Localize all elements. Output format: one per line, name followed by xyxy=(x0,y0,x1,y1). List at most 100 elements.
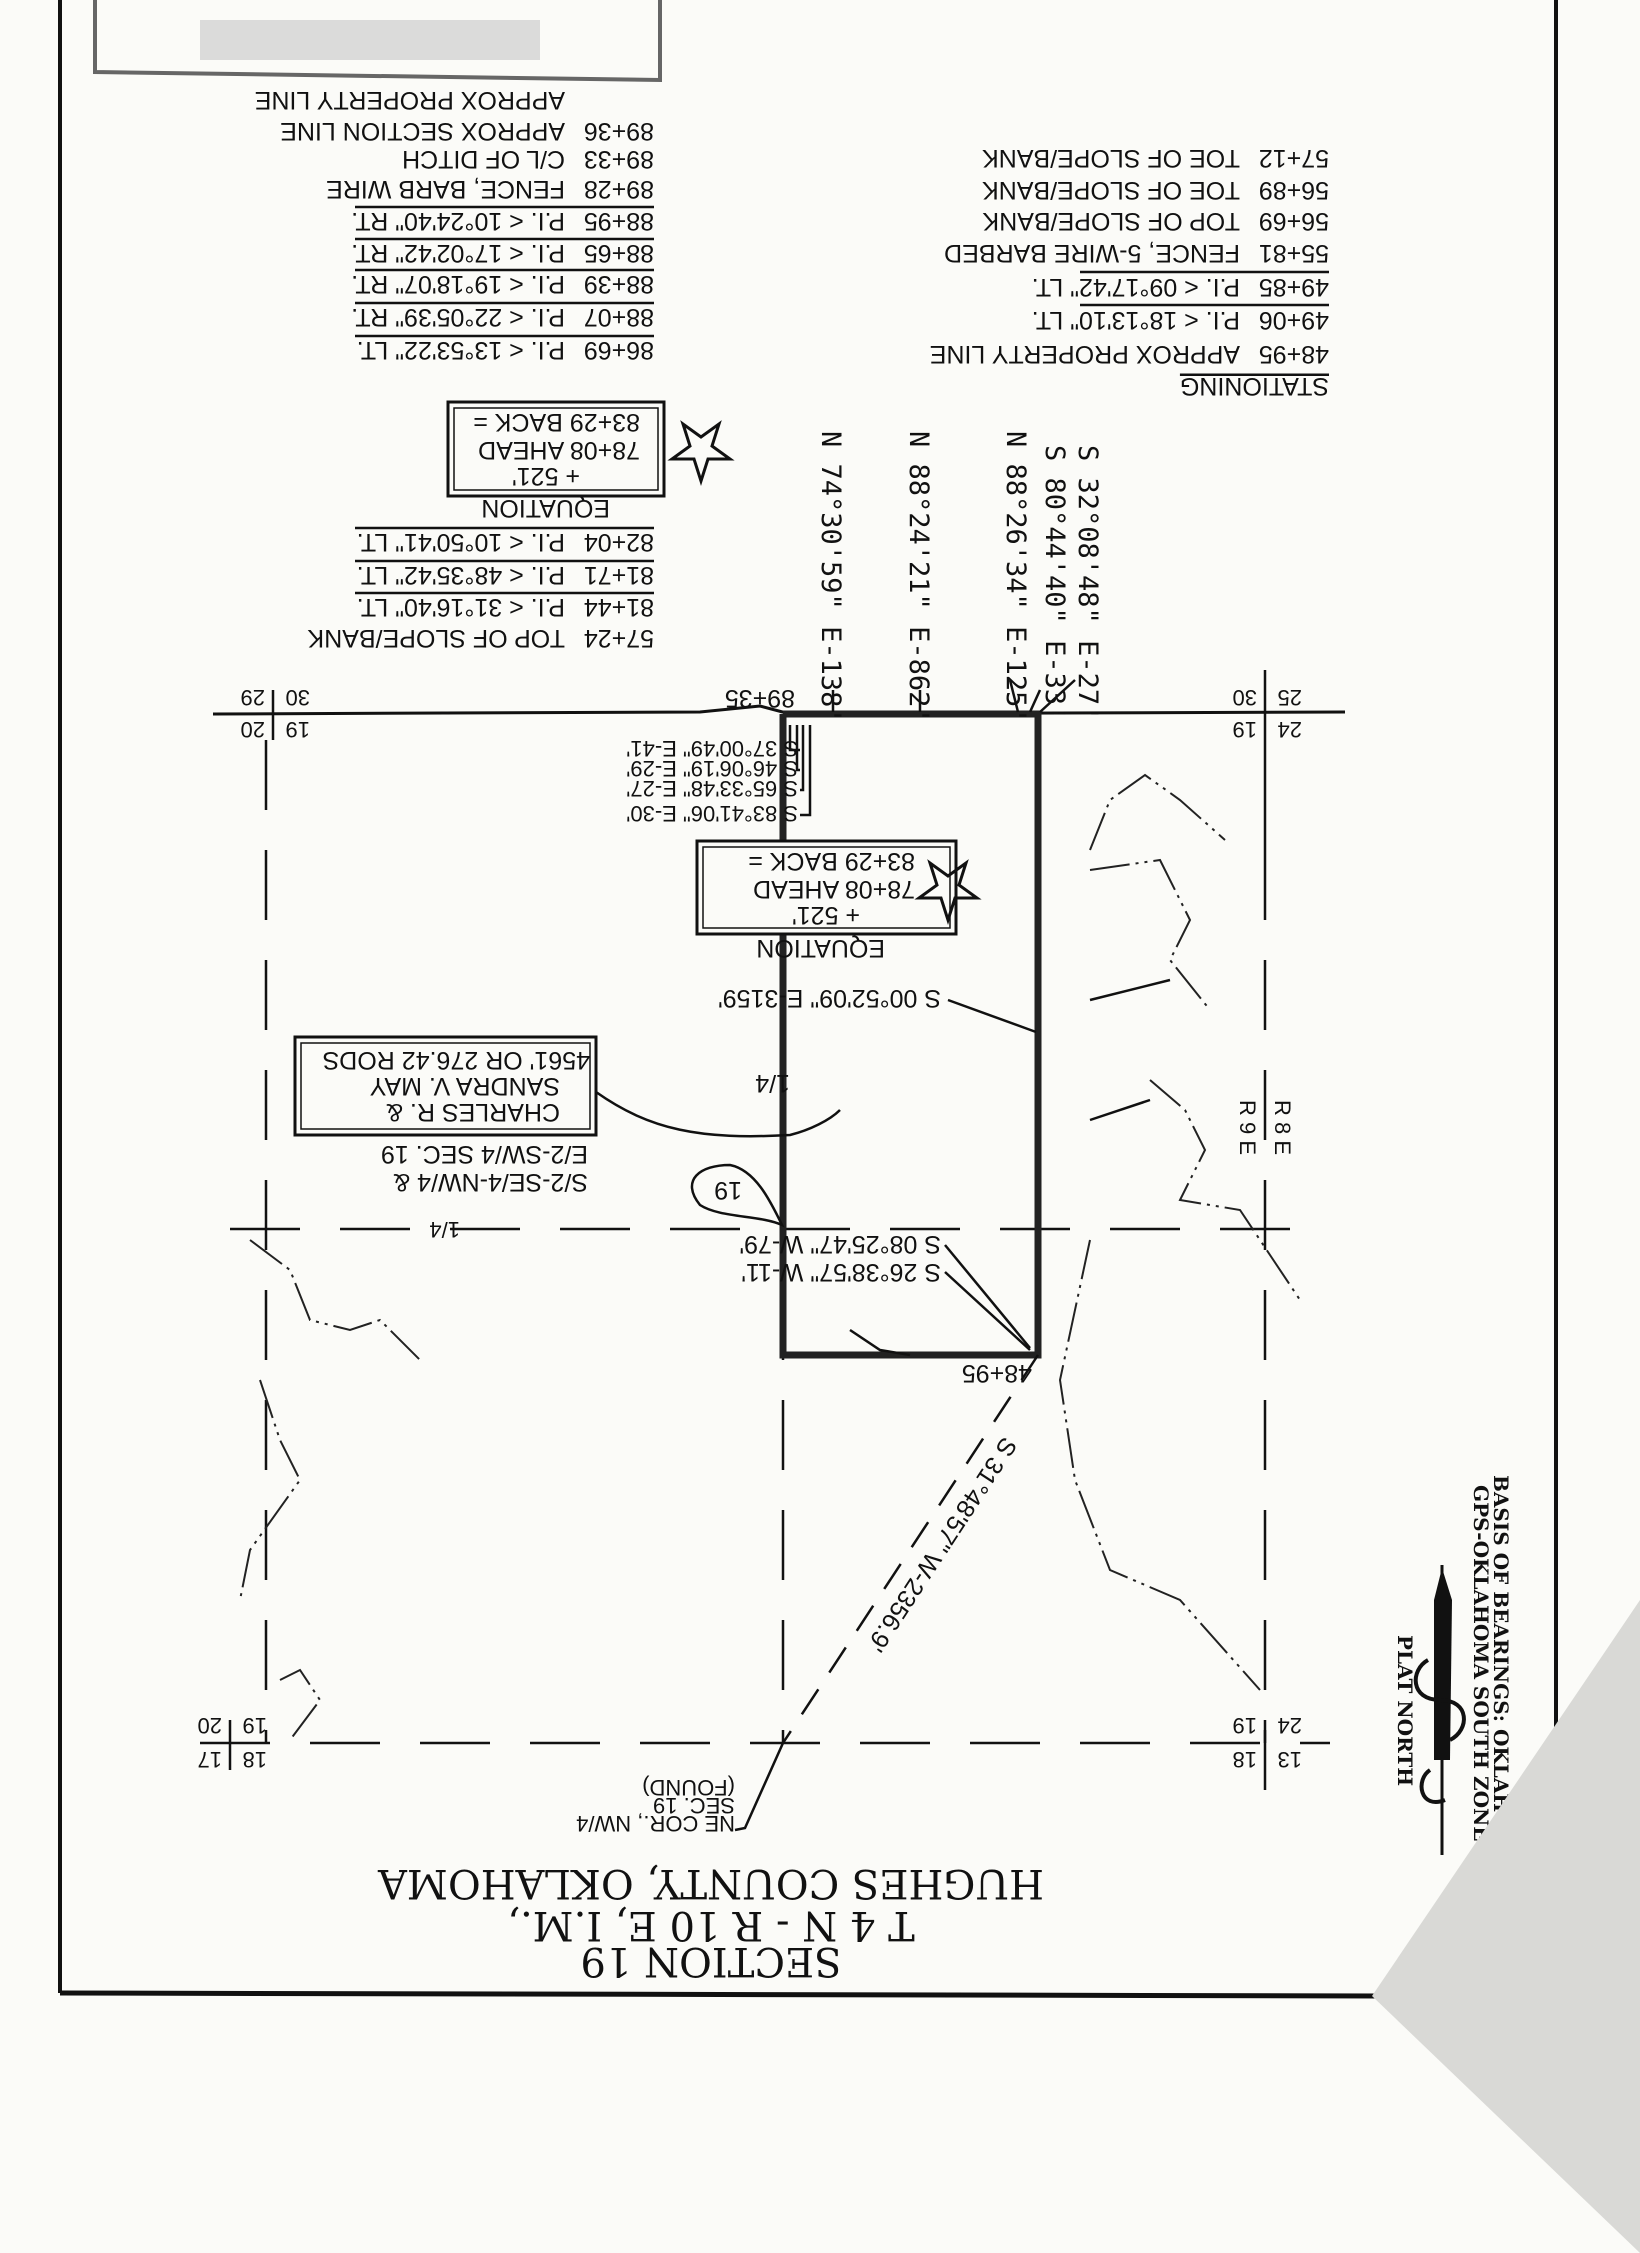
equation-line: 83+29 BACK = xyxy=(473,408,640,436)
corner-number: 19 xyxy=(1233,717,1257,742)
equation-line: 78+08 AHEAD xyxy=(753,875,915,903)
bearing-label: S 37°00'49" E-41' xyxy=(626,736,798,761)
station-desc: P.I. < 18°13'10" LT. xyxy=(1032,306,1240,334)
section-corner-numbers: 29 30 20 19 30 25 19 24 20 19 17 18 19 2… xyxy=(198,685,1302,1772)
bearing-label: S 65°33'48" E-27' xyxy=(626,776,798,801)
owner-area: 4561' OR 276.42 RODS xyxy=(323,1046,590,1074)
corner-note-line: NE COR., NW/4 xyxy=(576,1811,735,1836)
station-value: 89+33 xyxy=(584,145,654,173)
station-desc: TOE OF SLOPE/BANK xyxy=(982,176,1240,204)
bearing-label: S 26°38'57" W-11' xyxy=(741,1258,941,1286)
station-value: 82+04 xyxy=(584,528,654,556)
star-icon xyxy=(914,859,982,925)
station-desc: P.I. < 19°18'07" RT. xyxy=(351,270,565,298)
equation-label: EQUATION xyxy=(481,494,610,522)
corner-number: 20 xyxy=(241,717,265,742)
station-desc: FENCE, 5-WIRE BARBED xyxy=(944,239,1240,267)
station-desc: P.I. < 22°05'39" RT. xyxy=(351,303,565,331)
station-row: 82+04 P.I. < 10°50'41" LT. xyxy=(357,528,654,556)
station-desc: TOP OF SLOPE/BANK xyxy=(307,624,565,652)
stationing-heading: STATIONING xyxy=(1180,372,1329,400)
station-value: 86+69 xyxy=(584,336,654,364)
corner-number: 19 xyxy=(243,1713,267,1738)
title-township: T 4 N - R 10 E, I.M., xyxy=(507,1902,914,1948)
corner-number: 18 xyxy=(1233,1747,1257,1772)
bearing-label: N 74°30'59" E-138' xyxy=(815,431,846,724)
station-row: 55+81 FENCE, 5-WIRE BARBED xyxy=(944,239,1329,267)
station-row: 49+85P.I. < 09°17'42" LT. xyxy=(1032,273,1329,301)
bearing-label: S 08°25'47" W-79' xyxy=(739,1230,941,1258)
bearing-label: S 80°44'40" E-33' xyxy=(1039,445,1070,721)
title-section: SECTION 19 xyxy=(580,1938,841,1984)
plat-title: SECTION 19 T 4 N - R 10 E, I.M., HUGHES … xyxy=(377,1860,1044,1984)
corner-number: 19 xyxy=(286,717,310,742)
station-row: 57+24 TOP OF SLOPE/BANK xyxy=(307,624,654,652)
quarter-label: 1/4 xyxy=(755,1069,790,1097)
range-east: R 8 E xyxy=(1270,1100,1295,1155)
bearing-label: S 83°41'06" E-30' xyxy=(626,801,798,826)
station-row: 88+07 P.I. < 22°05'39" RT. xyxy=(351,303,654,331)
east-line-bearing: S 00°52'09" E-3159' 1/4 xyxy=(718,984,1037,1097)
sheet-frame xyxy=(58,0,1558,1999)
station-value: 57+24 xyxy=(584,624,654,652)
page-curl xyxy=(1372,1600,1640,2253)
station-row: 86+69 P.I. < 13°53'22" LT. xyxy=(357,336,654,364)
station-row: 56+89 TOE OF SLOPE/BANK xyxy=(982,176,1329,204)
station-row: 89+28 FENCE, BARB WIRE xyxy=(326,175,654,203)
corner-number: 17 xyxy=(198,1747,222,1772)
station-row: 89+33C/L OF DITCH xyxy=(402,145,654,173)
corner-note-line: (FOUND) xyxy=(642,1775,735,1800)
section-number-balloon: 19 1/4 xyxy=(429,1163,785,1242)
equation-line: + 521' xyxy=(792,901,860,929)
station-desc: P.I. < 48°35'42" LT. xyxy=(357,561,565,589)
parcel-description: E/2-SW/4 SEC. 19 xyxy=(381,1140,588,1168)
north-line-bearings: N 74°30'59" E-138' N 88°24'21" E-862' N … xyxy=(725,431,1103,724)
corner-note-line: SEC. 19 xyxy=(653,1793,735,1818)
station-desc: P.I. < 10°24'40" RT. xyxy=(351,207,565,235)
station-row: APPROX PROPERTY LINE xyxy=(255,86,565,114)
corner-number: 29 xyxy=(241,685,265,710)
owner-name: SANDRA V. MAY xyxy=(369,1072,560,1100)
equation-line: 78+08 AHEAD xyxy=(478,436,640,464)
station-value: 88+65 xyxy=(584,239,654,267)
station-value: 88+39 xyxy=(584,270,654,298)
corner-number: 19 xyxy=(1233,1713,1257,1738)
station-desc: P.I. < 10°50'41" LT. xyxy=(357,528,565,556)
owner-name: CHARLES R. & xyxy=(386,1098,560,1126)
station-desc: P.I. < 09°17'42" LT. xyxy=(1032,273,1240,301)
station-value: 81+44 xyxy=(584,593,654,621)
station-desc: P.I. < 13°53'22" LT. xyxy=(357,336,565,364)
plat-north-label: PLAT NORTH xyxy=(1393,1635,1417,1786)
station-desc: APPROX SECTION LINE xyxy=(280,117,565,145)
station-value: 48+95 xyxy=(1259,340,1329,368)
station-desc: P.I. < 31°16'40" LT. xyxy=(357,593,565,621)
station-desc: FENCE, BARB WIRE xyxy=(326,175,565,203)
corner-number: 30 xyxy=(286,685,310,710)
bearing-label: S 00°52'09" E-3159' xyxy=(718,984,941,1012)
station-value: 89+28 xyxy=(584,175,654,203)
station-value: 56+89 xyxy=(1259,176,1329,204)
corner-number: 30 xyxy=(1233,685,1257,710)
station-value: 81+71 xyxy=(584,561,654,589)
title-county: HUGHES COUNTY, OKLAHOMA xyxy=(377,1860,1044,1906)
station-89-35: 89+35 xyxy=(725,684,795,712)
station-value: 89+36 xyxy=(584,117,654,145)
station-value: 88+95 xyxy=(584,207,654,235)
station-value: 55+81 xyxy=(1259,239,1329,267)
station-row: 89+36 APPROX SECTION LINE xyxy=(280,117,654,145)
section-number: 19 xyxy=(714,1176,742,1204)
station-value: 88+07 xyxy=(584,303,654,331)
station-row: 49+06 P.I. < 18°13'10" LT. xyxy=(1032,306,1329,334)
station-48-95: 48+95 xyxy=(962,1359,1032,1387)
station-value: 49+06 xyxy=(1259,306,1329,334)
equation-label: EQUATION xyxy=(756,934,885,962)
quarter-label: 1/4 xyxy=(429,1217,460,1242)
bearing-label: N 88°26'34" E-125' xyxy=(1000,431,1031,724)
stationing-table-left: 86+69 P.I. < 13°53'22" LT. 88+07 P.I. < 22… xyxy=(255,86,654,652)
station-row: 81+71 P.I. < 48°35'42" LT. xyxy=(357,561,654,589)
corner-number: 13 xyxy=(1278,1747,1302,1772)
station-row: 88+39 P.I. < 19°18'07" RT. xyxy=(351,270,654,298)
